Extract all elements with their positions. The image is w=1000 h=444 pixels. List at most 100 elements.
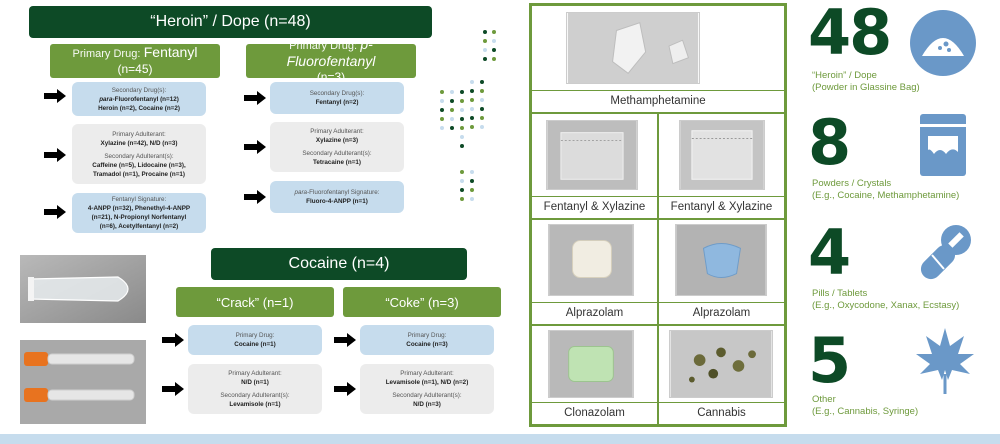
crack-secondary-adulterant-value: Levamisole (n=1) — [229, 401, 281, 408]
crack-secondary-adulterant-label: Secondary Adulterant(s): — [220, 392, 290, 399]
arrow-right-icon — [44, 205, 66, 219]
decorative-dot — [470, 116, 474, 120]
decorative-dot — [470, 107, 474, 111]
decorative-dot — [440, 117, 444, 121]
arrow-right-icon — [334, 333, 356, 347]
crack-adulterant-box: Primary Adulterant: N/D (n=1) Secondary … — [188, 364, 322, 414]
alp1-label: Alprazolam — [532, 302, 657, 324]
decorative-dot — [460, 99, 464, 103]
pff-header: Primary Drug: p-Fluorofentanyl (n=3) — [246, 37, 416, 84]
fentanyl-primary-label: Primary Drug: — [72, 48, 141, 60]
decorative-dot — [492, 30, 496, 34]
decorative-dot — [450, 108, 454, 112]
fx2-label: Fentanyl & Xylazine — [659, 196, 784, 218]
pff-primary-adulterant-label: Primary Adulterant: — [310, 128, 364, 135]
arrow-right-icon — [162, 333, 184, 347]
decorative-dot — [440, 126, 444, 130]
cann-label: Cannabis — [659, 402, 784, 424]
pff-signature-italic: para — [294, 189, 308, 196]
decorative-dot — [470, 80, 474, 84]
stat-line1: Pills / Tablets — [812, 288, 868, 299]
pff-secondary-label: Secondary Drug(s): — [309, 90, 365, 97]
decorative-dot — [470, 125, 474, 129]
decorative-dot — [480, 125, 484, 129]
pff-signature-value: Fluoro-4-ANPP (n=1) — [306, 198, 368, 205]
pff-signature-label: -Fluorofentanyl Signature: — [307, 189, 380, 196]
pff-secondary-box: Secondary Drug(s): Fentanyl (n=2) — [270, 82, 404, 114]
photo-cell-fx1: Fentanyl & Xylazine — [531, 113, 658, 219]
coke-primary-adulterant-label: Primary Adulterant: — [400, 370, 454, 377]
meth-crystal-photo — [566, 12, 700, 84]
blue-pill-photo — [675, 224, 767, 296]
decorative-dot — [460, 179, 464, 183]
stat-line1: “Heroin” / Dope — [812, 70, 877, 81]
stat-desc: Powders / Crystals (E.g., Cocaine, Metha… — [812, 178, 992, 202]
pff-primary-name: p-Fluorofentanyl — [286, 36, 376, 69]
coke-primary-adulterant-value: Levamisole (n=1), N/D (n=2) — [385, 379, 469, 386]
stat-line2: (Powder in Glassine Bag) — [812, 82, 920, 93]
cocaine-title-bar: Cocaine (n=4) — [211, 248, 467, 280]
cocaine-title: Cocaine (n=4) — [288, 255, 390, 272]
stat-desc: Pills / Tablets (E.g., Oxycodone, Xanax,… — [812, 288, 992, 312]
crack-primary-value: Cocaine (n=1) — [234, 341, 276, 348]
pff-secondary-adulterant-value: Tetracaine (n=1) — [312, 159, 361, 166]
decorative-dot — [460, 197, 464, 201]
arrow-right-icon — [334, 382, 356, 396]
decorative-dot — [470, 170, 474, 174]
decorative-dot — [470, 89, 474, 93]
photo-cell-fx2: Fentanyl & Xylazine — [658, 113, 785, 219]
stat-number: 48 — [808, 0, 892, 69]
arrow-right-icon — [244, 91, 266, 105]
photo-cell-clon: Clonazolam — [531, 325, 658, 425]
coke-primary-value: Cocaine (n=3) — [406, 341, 448, 348]
fentanyl-primary-adulterant-label: Primary Adulterant: — [112, 130, 166, 138]
pff-primary-label: Primary Drug: — [289, 40, 358, 52]
decorative-dot — [460, 90, 464, 94]
coke-secondary-adulterant-value: N/D (n=3) — [413, 401, 441, 408]
photo-cell-meth: Methamphetamine — [531, 5, 785, 113]
decorative-dot — [483, 57, 487, 61]
decorative-dot — [480, 98, 484, 102]
decorative-dot — [450, 99, 454, 103]
decorative-dot — [483, 48, 487, 52]
bottom-strip — [0, 434, 1000, 444]
white-pill-photo — [548, 224, 634, 296]
photo-cell-alp2: Alprazolam — [658, 219, 785, 325]
photo-grid: Methamphetamine Fentanyl & Xylazine Fent… — [529, 3, 787, 427]
cannabis-photo — [669, 330, 773, 398]
fentanyl-signature-line2: (n=21), N-Propionyl Norfentanyl — [91, 214, 187, 221]
syringe-tubes-photo — [20, 340, 146, 424]
fentanyl-signature-line3: (n=6), Acetylfentanyl (n=2) — [99, 223, 179, 230]
pff-primary-adulterant-value: Xylazine (n=3) — [315, 137, 359, 144]
stat-line1: Powders / Crystals — [812, 178, 892, 189]
arrow-right-icon — [44, 148, 66, 162]
decorative-dot — [470, 98, 474, 102]
decorative-dot — [483, 30, 487, 34]
decorative-dot — [450, 90, 454, 94]
decorative-dot — [480, 80, 484, 84]
decorative-dot — [470, 197, 474, 201]
crack-name: “Crack” (n=1) — [216, 294, 294, 310]
clon-label: Clonazolam — [532, 402, 657, 424]
fentanyl-secondary-label: Secondary Drug(s): — [111, 86, 167, 94]
fentanyl-adulterant-box: Primary Adulterant: Xylazine (n=42), N/D… — [72, 124, 206, 184]
decorative-dot — [492, 48, 496, 52]
baggie-icon — [920, 114, 966, 176]
glassine-bag-photo — [546, 120, 638, 190]
coke-name: “Coke” (n=3) — [385, 294, 459, 310]
fentanyl-secondary-line2: Heroin (n=2), Cocaine (n=2) — [98, 104, 180, 112]
crack-primary-adulterant-label: Primary Adulterant: — [228, 370, 282, 377]
powder-pile-icon — [910, 10, 976, 76]
fentanyl-primary-adulterant-value: Xylazine (n=42), N/D (n=3) — [100, 139, 178, 147]
decorative-dot — [450, 117, 454, 121]
coke-primary-label: Primary Drug: — [407, 332, 447, 339]
coke-primary-box: Primary Drug: Cocaine (n=3) — [360, 325, 494, 355]
photo-cell-alp1: Alprazolam — [531, 219, 658, 325]
decorative-dot — [460, 108, 464, 112]
fentanyl-secondary-italic: para — [99, 95, 113, 103]
cannabis-leaf-icon — [916, 328, 974, 394]
pff-secondary-value: Fentanyl (n=2) — [315, 99, 359, 106]
decorative-dot — [460, 170, 464, 174]
fentanyl-header: Primary Drug: Fentanyl (n=45) — [50, 44, 220, 78]
stat-number: 8 — [808, 106, 851, 179]
